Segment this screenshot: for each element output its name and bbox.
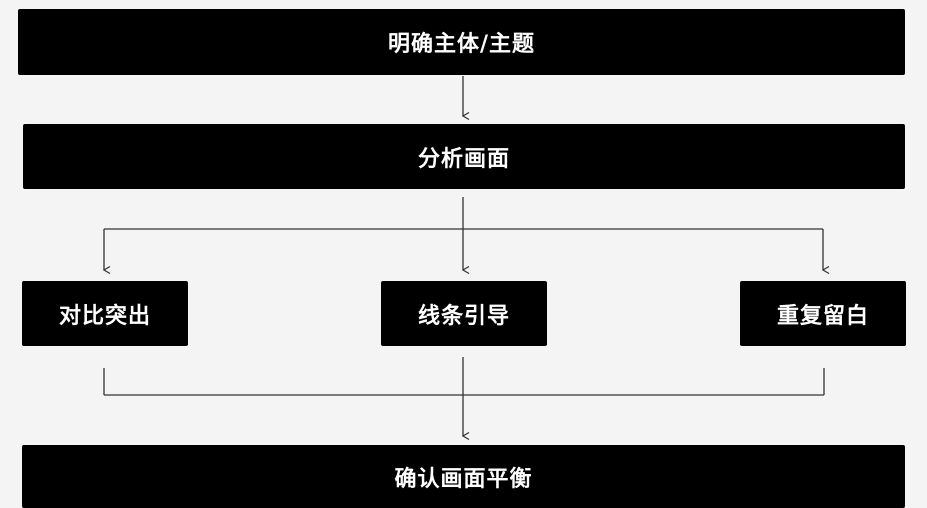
- step-analyze-frame-label: 分析画面: [417, 146, 510, 172]
- step-confirm-balance-label: 确认画面平衡: [394, 466, 533, 492]
- branch-contrast: 对比突出: [22, 281, 188, 346]
- step-define-subject: 明确主体/主题: [18, 9, 905, 75]
- branch-repetition-space: 重复留白: [740, 281, 906, 346]
- step-confirm-balance: 确认画面平衡: [22, 445, 905, 508]
- step-define-subject-label: 明确主体/主题: [387, 32, 536, 57]
- branch-contrast-label: 对比突出: [58, 303, 151, 329]
- branch-leading-lines: 线条引导: [381, 281, 547, 346]
- branch-repetition-space-label: 重复留白: [776, 303, 869, 329]
- step-analyze-frame: 分析画面: [23, 124, 905, 189]
- branch-leading-lines-label: 线条引导: [417, 303, 510, 329]
